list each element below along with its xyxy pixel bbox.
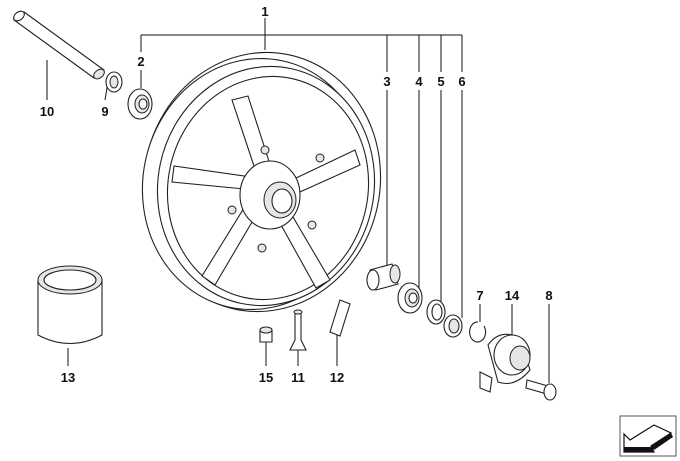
callout-11[interactable]: 11 — [291, 370, 305, 385]
part-bearing[interactable] — [127, 88, 153, 120]
callout-4[interactable]: 4 — [415, 74, 423, 89]
callout-7[interactable]: 7 — [476, 288, 483, 303]
part-wheel[interactable] — [119, 30, 404, 333]
part-ring[interactable] — [443, 314, 463, 338]
callout-10[interactable]: 10 — [40, 104, 54, 119]
callout-3[interactable]: 3 — [383, 74, 390, 89]
part-bearing-right[interactable] — [397, 282, 423, 314]
part-axle[interactable] — [12, 9, 106, 81]
callout-15[interactable]: 15 — [259, 370, 273, 385]
part-speedo-drive[interactable] — [479, 333, 531, 393]
part-seal-ring[interactable] — [426, 299, 446, 325]
part-bushing[interactable] — [366, 263, 401, 291]
part-valve-cap[interactable] — [259, 326, 273, 343]
part-grease-can[interactable] — [37, 265, 103, 344]
part-bolt[interactable] — [525, 379, 557, 401]
callout-13[interactable]: 13 — [61, 370, 75, 385]
back-arrow-icon[interactable] — [619, 415, 677, 457]
part-valve[interactable] — [289, 309, 307, 351]
callout-9[interactable]: 9 — [101, 104, 108, 119]
callout-8[interactable]: 8 — [545, 288, 552, 303]
part-spacer[interactable] — [105, 71, 123, 93]
part-balance-weight[interactable] — [329, 299, 351, 337]
callout-1[interactable]: 1 — [261, 4, 268, 19]
callout-2[interactable]: 2 — [137, 54, 144, 69]
callout-labels: 1 2 3 4 5 6 7 8 9 10 11 12 13 14 15 — [40, 4, 553, 385]
callout-12[interactable]: 12 — [330, 370, 344, 385]
callout-6[interactable]: 6 — [458, 74, 465, 89]
callout-14[interactable]: 14 — [505, 288, 520, 303]
part-circlip[interactable] — [469, 321, 487, 343]
callout-5[interactable]: 5 — [437, 74, 444, 89]
